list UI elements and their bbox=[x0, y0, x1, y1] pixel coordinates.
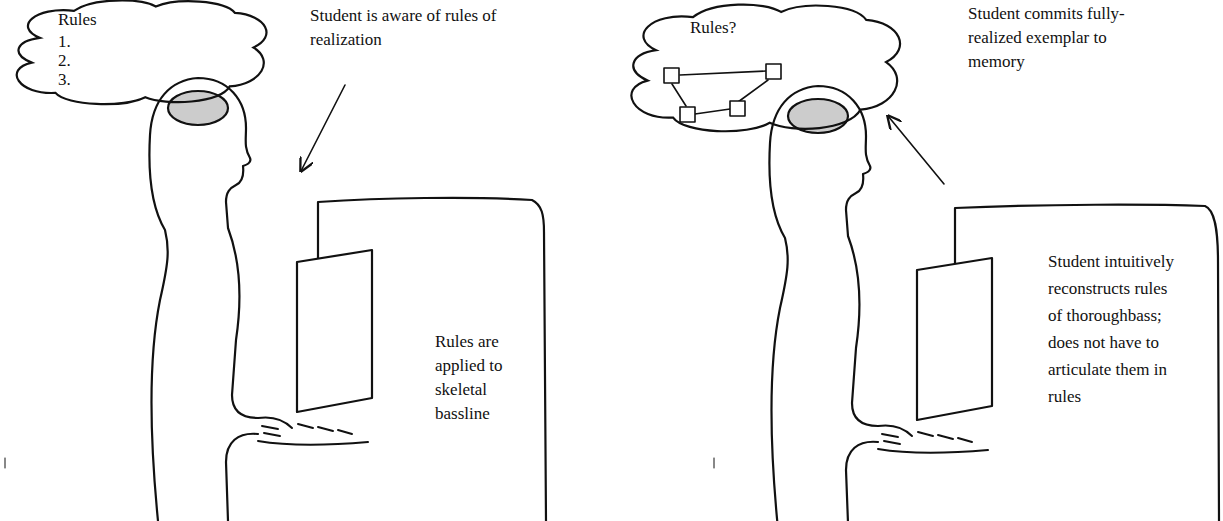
cloud-outline bbox=[8, 0, 272, 108]
list-number: 2. bbox=[58, 51, 71, 71]
hand-keys bbox=[258, 417, 368, 444]
music-stand bbox=[917, 258, 992, 420]
tick-mark bbox=[5, 458, 714, 468]
hand-keys bbox=[878, 425, 988, 452]
thought-bubble: Rules? bbox=[622, 4, 906, 136]
music-stand bbox=[297, 250, 372, 412]
leader-arrow bbox=[301, 85, 345, 171]
piano-body bbox=[955, 205, 1219, 521]
annotation-text: Student is aware of rules of realization bbox=[310, 4, 550, 52]
person-outline bbox=[769, 86, 878, 521]
bubble-heading: Rules bbox=[58, 10, 97, 30]
person-arm bbox=[846, 442, 878, 521]
annotation-text: Student intuitively reconstructs rules o… bbox=[1048, 248, 1180, 410]
cloud-outline bbox=[622, 4, 906, 136]
bubble-heading: Rules? bbox=[690, 18, 736, 38]
list-number: 1. bbox=[58, 32, 71, 52]
thought-bubble: Rules1.2.3. bbox=[8, 0, 272, 108]
person-outline bbox=[149, 78, 258, 521]
annotation-text: Rules are applied to skeletal bassline bbox=[435, 330, 533, 426]
person-arm bbox=[226, 434, 258, 521]
annotation-text: Student commits fully-realized exemplar … bbox=[968, 2, 1153, 74]
list-number: 3. bbox=[58, 70, 71, 90]
leader-arrow bbox=[888, 116, 944, 184]
square-network bbox=[664, 64, 781, 122]
